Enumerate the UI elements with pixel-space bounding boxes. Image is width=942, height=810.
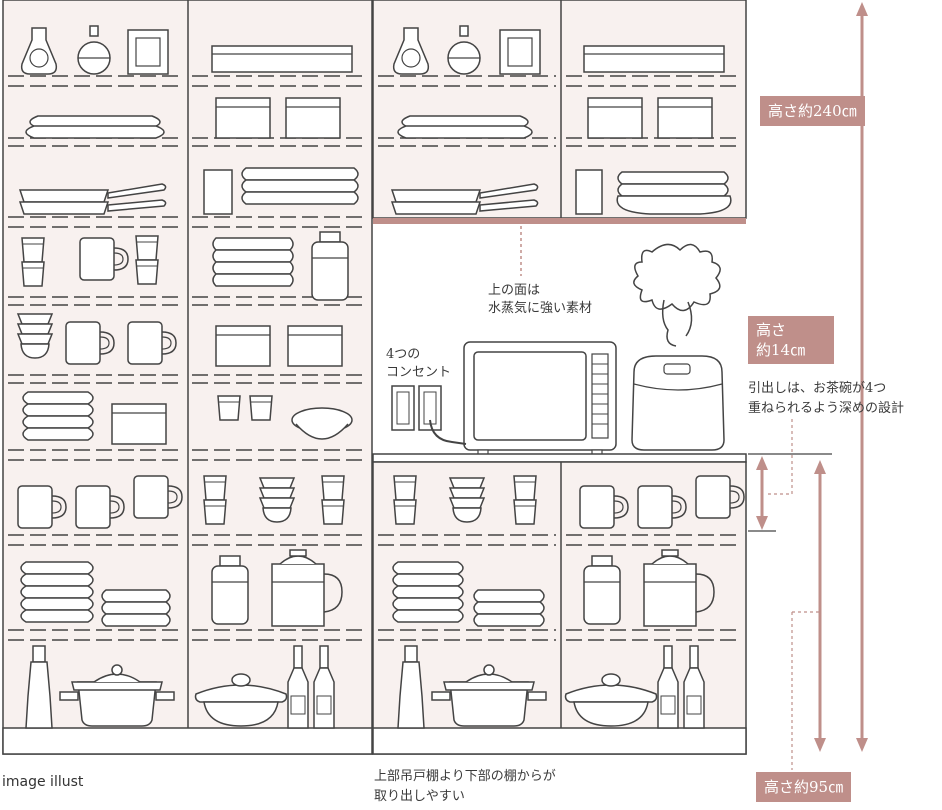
drawer-note-line2: 重ねられるよう深めの設計 xyxy=(748,401,905,416)
rice-cooker xyxy=(631,243,725,451)
upper-cabinet-items xyxy=(390,25,732,215)
top-surface-note-line1: 上の面は xyxy=(488,283,541,298)
bottom-note-line2: 取り出しやすい xyxy=(374,789,465,804)
lower-cabinet-items xyxy=(392,475,745,729)
height-lower-tag: 高さ約95㎝ xyxy=(756,772,852,802)
drawer-height-line2: 約14㎝ xyxy=(756,341,806,359)
outlet-note-line2: コンセント xyxy=(386,365,452,380)
dimension-arrows xyxy=(756,2,868,752)
microwave xyxy=(463,341,617,456)
image-caption: image illust xyxy=(2,774,84,790)
top-surface-note-line2: 水蒸気に強い素材 xyxy=(488,301,593,316)
outlets xyxy=(391,385,467,445)
left-col-items xyxy=(17,25,183,729)
bottom-note-line1: 上部吊戸棚より下部の棚からが xyxy=(374,769,556,784)
drawer-height-tag: 高さ 約14㎝ xyxy=(748,316,834,364)
right-col-items xyxy=(194,45,359,729)
outlet-note-line1: 4つの xyxy=(386,347,421,362)
drawer-note-line1: 引出しは、お茶碗が4つ xyxy=(748,381,887,396)
height-total-tag: 高さ約240㎝ xyxy=(760,96,865,126)
drawer-height-line1: 高さ xyxy=(756,321,787,339)
